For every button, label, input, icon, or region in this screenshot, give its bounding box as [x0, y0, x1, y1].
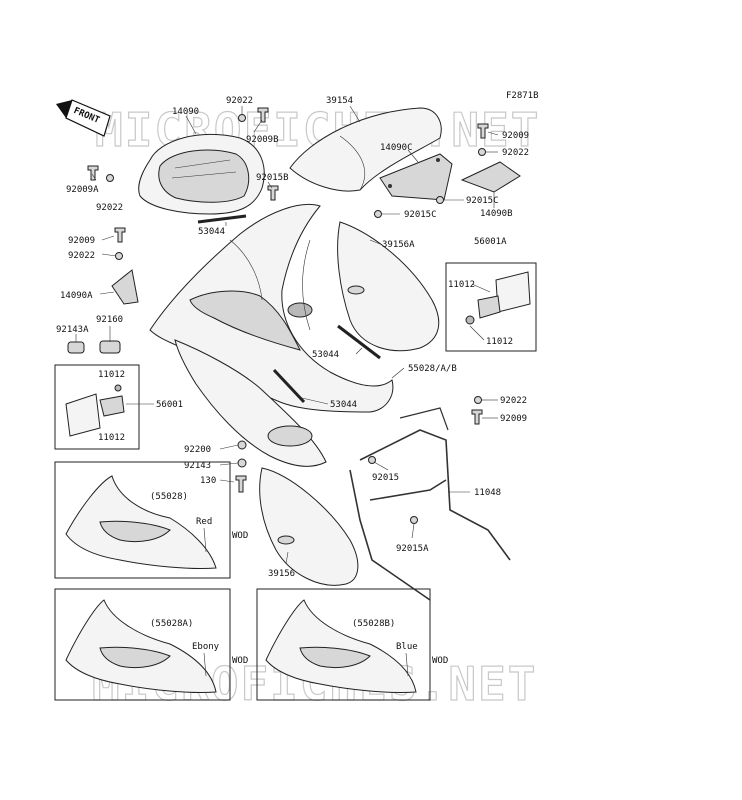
variant-code-ebony: (55028A) [150, 619, 193, 629]
label-11012-d: 11012 [98, 433, 125, 443]
label-92009-e: 92009 [500, 414, 527, 424]
variant-code-blue: (55028B) [352, 619, 395, 629]
label-56001a: 56001A [474, 237, 507, 247]
label-11012-a: 11012 [448, 280, 475, 290]
label-92160: 92160 [96, 315, 123, 325]
lower-fairing-part [174, 339, 327, 467]
bracket-14090a-part [111, 269, 139, 305]
trim-strip-a [197, 214, 247, 224]
label-92009a: 92009A [66, 185, 99, 195]
label-53044-c: 53044 [330, 400, 357, 410]
inner-cover-upper-part [289, 107, 442, 192]
label-92022-e: 92022 [500, 396, 527, 406]
trim-strip-c [272, 368, 306, 404]
mirror-56001a-box [445, 262, 537, 352]
variant-box-blue: (55028B) Blue WOD [256, 588, 448, 701]
side-panel-39156-part [259, 467, 359, 586]
label-39154: 39154 [326, 96, 353, 106]
label-92015a: 92015A [396, 544, 429, 554]
label-53044-b: 53044 [312, 350, 339, 360]
label-92009-c: 92009 [68, 236, 95, 246]
front-arrow-icon: FRONT [56, 99, 111, 137]
label-56001: 56001 [156, 400, 183, 410]
label-92143: 92143 [184, 461, 211, 471]
label-92009-d: 92009 [502, 131, 529, 141]
label-92143a: 92143A [56, 325, 89, 335]
label-92015: 92015 [372, 473, 399, 483]
meter-cover-part [138, 133, 265, 215]
variant-box-ebony: (55028A) Ebony WOD [54, 588, 248, 701]
label-39156: 39156 [268, 569, 295, 579]
label-11048: 11048 [474, 488, 501, 498]
variant-box-red: (55028) Red WOD [54, 461, 248, 579]
label-14090c: 14090C [380, 143, 413, 153]
mirror-56001a-part [465, 271, 531, 325]
variant-note-red: WOD [232, 531, 248, 541]
label-92009b: 92009B [246, 135, 279, 145]
label-92015b: 92015B [256, 173, 289, 183]
variant-color-ebony: Ebony [192, 642, 220, 652]
label-14090: 14090 [172, 107, 199, 117]
label-14090a: 14090A [60, 291, 93, 301]
side-panel-39156a-part [337, 221, 440, 352]
leader-lines [75, 105, 499, 565]
mirror-56001-part [65, 384, 125, 437]
variant-color-blue: Blue [396, 642, 418, 652]
variant-note-blue: WOD [432, 656, 448, 666]
trim-strip-b [337, 324, 381, 360]
figure-code: F2871B [506, 91, 539, 101]
variant-color-red: Red [196, 517, 212, 527]
label-92200: 92200 [184, 445, 211, 455]
mirror-56001-box [54, 364, 140, 450]
label-92022-d: 92022 [502, 148, 529, 158]
label-11012-b: 11012 [486, 337, 513, 347]
spacer-parts [67, 340, 121, 354]
label-92022-a: 92022 [226, 96, 253, 106]
label-53044-a: 53044 [198, 227, 225, 237]
label-39156a: 39156A [382, 240, 415, 250]
label-92015c-a: 92015C [404, 210, 437, 220]
label-14090b: 14090B [480, 209, 513, 219]
label-11012-c: 11012 [98, 370, 125, 380]
variant-code-red: (55028) [150, 492, 188, 502]
fastener-icons [87, 107, 489, 524]
label-92015c-b: 92015C [466, 196, 499, 206]
variant-note-ebony: WOD [232, 656, 248, 666]
bracket-14090b-part [460, 161, 521, 193]
bracket-14090c-part [379, 153, 453, 201]
label-130: 130 [200, 476, 216, 486]
label-55028ab: 55028/A/B [408, 364, 457, 374]
label-92022-c: 92022 [68, 251, 95, 261]
stay-11048-part [349, 407, 511, 601]
label-92022-b: 92022 [96, 203, 123, 213]
